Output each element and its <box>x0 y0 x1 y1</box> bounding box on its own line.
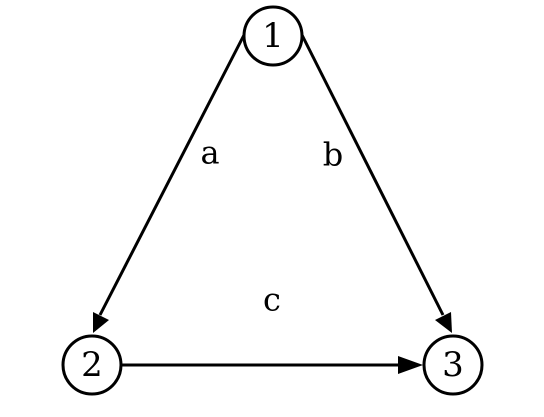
node-3: 3 <box>422 334 484 396</box>
edge-label-b: b <box>323 136 343 174</box>
edge-label-a: a <box>200 134 219 172</box>
node-2-circle <box>61 334 123 396</box>
arrowhead-edge-1-2 <box>93 312 109 333</box>
node-3-label: 3 <box>442 345 464 385</box>
arrowhead-edge-1-3 <box>435 312 452 333</box>
edge-label-c: c <box>263 281 281 319</box>
edge-1-to-2 <box>93 34 246 333</box>
edge-1-3-line <box>300 34 445 316</box>
node-2-label: 2 <box>81 345 103 385</box>
arrowhead-edge-2-3 <box>398 356 423 374</box>
node-1-circle <box>242 5 304 67</box>
node-1: 1 <box>242 5 304 67</box>
edge-2-to-3 <box>121 356 423 374</box>
edge-1-to-3 <box>300 34 452 333</box>
edge-1-2-line <box>98 34 246 316</box>
node-3-circle <box>422 334 484 396</box>
node-1-label: 1 <box>262 16 284 56</box>
node-2: 2 <box>61 334 123 396</box>
